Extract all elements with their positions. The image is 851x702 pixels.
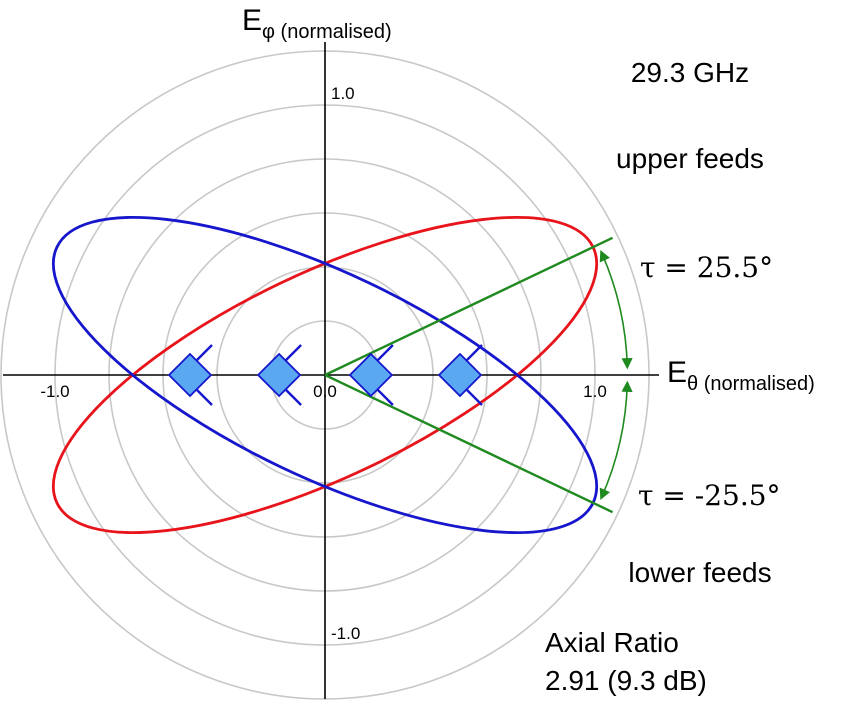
axial-ratio-title: Axial Ratio: [545, 627, 679, 658]
x-tick-label: 0.0: [313, 382, 337, 401]
tau-positive-label: τ = 25.5°: [640, 251, 773, 284]
axes: [3, 42, 659, 699]
legend-upper-feeds: upper feeds: [616, 143, 764, 174]
y-tick-label: 1.0: [331, 84, 355, 103]
frequency-label: 29.3 GHz: [631, 57, 749, 88]
feed-marker: [256, 344, 302, 406]
legend-lower-feeds: lower feeds: [628, 557, 771, 588]
tau-negative-arc: [599, 380, 633, 501]
tau-negative-line: [324, 373, 614, 514]
feed-diamond: [437, 352, 483, 398]
x-tick-label: 1.0: [583, 382, 607, 401]
tau-negative-label: τ = -25.5°: [638, 479, 781, 512]
axial-ratio-value: 2.91 (9.3 dB): [545, 665, 707, 696]
tick-labels: -1.0 0.0 1.0 1.0 -1.0: [40, 84, 606, 643]
feed-diamond: [348, 352, 394, 398]
feed-marker: [167, 344, 213, 406]
x-axis-label: Eθ (normalised): [667, 356, 815, 395]
y-tick-label: -1.0: [331, 624, 360, 643]
feed-marker: [437, 344, 483, 406]
tau-positive-arc: [599, 249, 633, 370]
y-axis-label: Eφ (normalised): [242, 4, 392, 43]
tau-positive-line: [324, 236, 614, 377]
x-tick-label: -1.0: [40, 382, 69, 401]
feed-markers: [167, 344, 483, 406]
tilt-lines: [324, 236, 633, 514]
feed-diamond: [167, 352, 213, 398]
feed-diamond: [256, 352, 302, 398]
feed-marker: [348, 344, 394, 406]
